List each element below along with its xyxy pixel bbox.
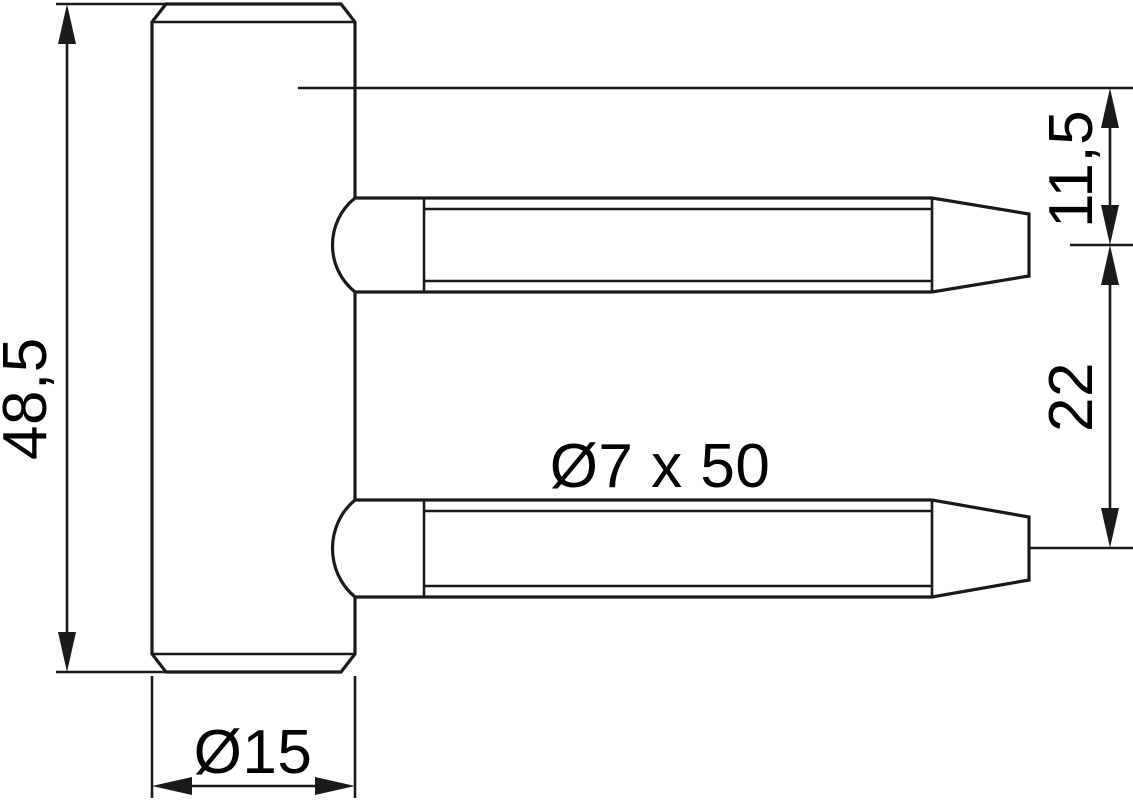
width-dim-label: Ø15: [194, 718, 313, 787]
plate-outline: [150, 2, 357, 674]
spacing-dim-label: 22: [1037, 362, 1106, 432]
height-arrow-top: [58, 4, 76, 44]
dimension-right-group: 11,5 22: [298, 86, 1133, 550]
pin-spec-label: Ø7 x 50: [550, 432, 771, 501]
dimension-top-offset: 11,5: [1037, 88, 1119, 245]
lower-pin-outline: [330, 498, 1031, 599]
dimension-pin-spacing: 22: [1037, 245, 1119, 548]
offset-arrow-bottom: [1101, 205, 1119, 245]
offset-arrow-top: [1101, 88, 1119, 128]
dimension-plate-width: Ø15: [150, 676, 357, 798]
spacing-arrow-bottom: [1101, 508, 1119, 548]
upper-pin-outline: [330, 196, 1031, 294]
dimension-overall-height: 48,5: [0, 2, 210, 674]
hinge-plate-body: [150, 2, 357, 674]
spacing-arrow-top: [1101, 245, 1119, 285]
width-arrow-right: [315, 777, 355, 795]
height-dim-label: 48,5: [0, 337, 60, 460]
width-arrow-left: [152, 777, 192, 795]
pin-spec-annotation: Ø7 x 50: [550, 432, 771, 501]
height-arrow-bottom: [58, 632, 76, 672]
lower-pin: [330, 498, 1031, 599]
offset-dim-label: 11,5: [1037, 110, 1106, 228]
upper-pin: [330, 196, 1031, 294]
